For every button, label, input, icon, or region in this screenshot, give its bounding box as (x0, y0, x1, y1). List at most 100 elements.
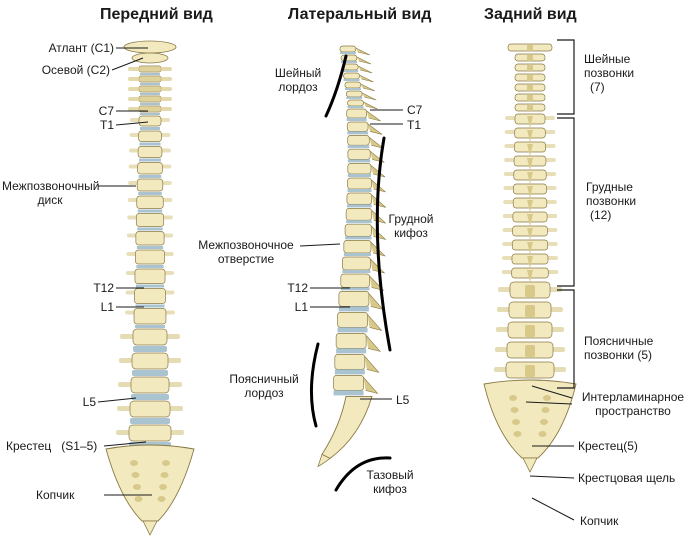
spinous-process (527, 270, 533, 282)
spinous-process (362, 92, 377, 101)
intervertebral-disc (333, 390, 364, 396)
intervertebral-disc (347, 189, 372, 192)
spinous-process (525, 345, 535, 357)
intervertebral-disc (346, 97, 363, 99)
sacrum (105, 444, 195, 522)
intervertebral-disc (337, 327, 368, 333)
leader-back-coccyx (531, 497, 575, 521)
leader-hiatus (529, 475, 575, 479)
intervertebral-disc (347, 174, 372, 177)
intervertebral-disc (140, 93, 160, 95)
sacral-foramen (540, 419, 548, 425)
spinous-process (527, 256, 533, 268)
interlaminar-label: Интерламинарное пространство (572, 390, 694, 418)
pelvic-kyphosis-line2: кифоз (373, 482, 407, 496)
sacral-foramen (541, 407, 550, 413)
vertebral-body (346, 121, 369, 132)
back-view-spine (483, 43, 577, 473)
thoracic-vertebrae-line2: позвонки (586, 194, 637, 208)
intervertebral-disc (343, 253, 372, 256)
intervertebral-disc (338, 306, 369, 312)
pelvic-kyphosis-line1: Тазовый (366, 468, 414, 482)
axis-label: Осевой (С2) (41, 63, 110, 77)
spinous-process (527, 242, 533, 254)
intervertebral-disc (136, 246, 164, 249)
cervical-lordosis-line2: лордоз (278, 80, 318, 94)
spinous-process (527, 65, 533, 71)
intervertebral-disc (336, 348, 367, 354)
intervertebral-disc (140, 103, 160, 105)
thoracic-vertebrae-count: (12) (590, 208, 612, 222)
thoracic-kyphosis-arc (375, 136, 392, 352)
intervertebral-disc (136, 265, 164, 268)
intervertebral-disc (334, 369, 365, 375)
lateral-view-title: Латеральный вид (288, 6, 432, 23)
intervertebral-disc (135, 284, 165, 288)
transverse-process (128, 67, 172, 71)
intervertebral-disc (138, 175, 162, 178)
lumbar-lordosis-arc (310, 342, 320, 428)
spinous-process (527, 144, 533, 156)
sacral-foramen (159, 484, 167, 490)
back-sacrum-label: Крестец(5) (578, 439, 638, 453)
spinous-process (370, 165, 386, 178)
front-sacrum-name: Крестец (6, 439, 52, 453)
front-l1-label: L1 (100, 300, 114, 314)
spinous-process (369, 275, 385, 291)
foramen-line2: отверстие (217, 252, 275, 266)
cervical-lordosis-label: Шейный лордоз (262, 66, 334, 94)
sacral-foramen (134, 496, 143, 502)
lateral-coccyx (317, 453, 331, 468)
intervertebral-disc (138, 192, 162, 195)
cervical-lordosis-line1: Шейный (274, 66, 322, 80)
intervertebral-disc (340, 287, 370, 291)
lateral-l5-label: L5 (396, 393, 410, 407)
thoracic-vertebra (133, 308, 167, 325)
vertebral-body (347, 99, 364, 107)
lumbar-vertebrae-label: Поясничные позвонки (5) (584, 334, 653, 362)
spinous-process (527, 95, 533, 101)
lateral-sacrum (321, 395, 373, 459)
leader-sacrum (103, 441, 147, 447)
leader-t1 (115, 121, 149, 126)
intervertebral-disc (342, 270, 371, 273)
spinous-process (525, 365, 535, 377)
lumbar-lordosis-label: Поясничный лордоз (224, 372, 304, 400)
spinous-process (527, 186, 533, 198)
intervertebral-disc (346, 118, 367, 121)
leader-interlaminar-2 (525, 401, 573, 405)
cervical-bracket (557, 39, 575, 115)
leader-lines (97, 47, 575, 521)
vertebral-body (340, 273, 370, 288)
intervertebral-disc (137, 227, 163, 231)
axis-vertebra (131, 52, 169, 64)
vertebral-body (347, 177, 372, 190)
back-sacrum (483, 379, 577, 459)
spinous-process (527, 85, 533, 91)
sacral-foramen (133, 484, 141, 490)
pelvic-kyphosis-arc (334, 456, 392, 492)
front-sacrum-range: (S1–5) (61, 439, 98, 453)
pelvic-kyphosis-label: Тазовый кифоз (352, 468, 428, 496)
lumbar-bracket (557, 289, 575, 389)
sacral-foramen (510, 407, 519, 413)
lumbar-lordosis-line1: Поясничный (229, 372, 299, 386)
lateral-view-spine (317, 45, 387, 468)
sacral-foramen (131, 472, 140, 478)
intervertebral-disc (342, 70, 359, 72)
thoracic-vertebra (134, 288, 166, 304)
lumbar-vertebra (129, 400, 171, 418)
intervertebral-disc (346, 204, 372, 208)
vertebral-body (346, 108, 368, 119)
spinous-process (525, 325, 535, 337)
thoracic-bracket (557, 117, 575, 287)
back-view-title: Задний вид (484, 6, 577, 23)
lumbar-vertebra (128, 424, 172, 442)
spinous-process (527, 214, 533, 226)
intervertebral-disc (340, 61, 357, 63)
spinous-process (365, 335, 382, 352)
spinous-process (355, 47, 370, 56)
back-coccyx-label: Копчик (580, 514, 619, 528)
front-c7-label: C7 (98, 104, 114, 118)
thoracic-vertebra (138, 115, 162, 127)
